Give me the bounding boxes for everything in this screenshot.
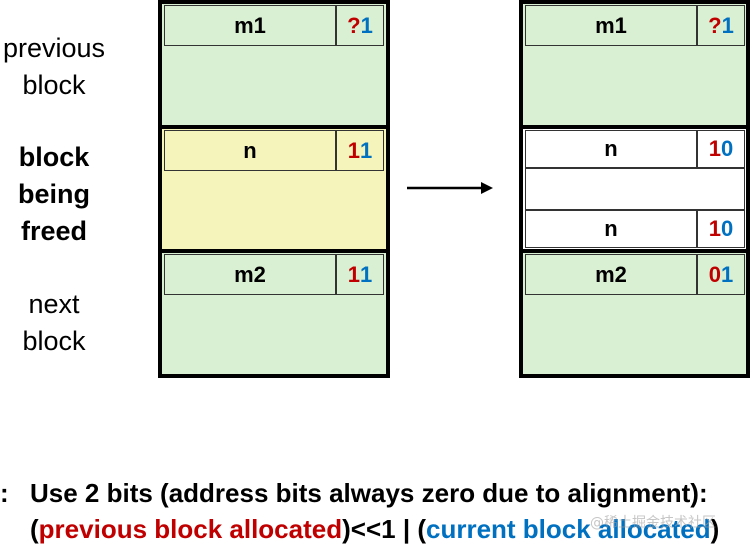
next-label-line2: block — [22, 326, 86, 356]
left-m2-prev-bit: 1 — [347, 261, 360, 287]
right-n-footer-prev-bit: 1 — [708, 216, 721, 241]
left-separator-2 — [160, 249, 388, 253]
right-n-header-bits-cell — [697, 130, 745, 168]
right-separator-2 — [522, 249, 748, 253]
right-m1-bits-cell — [697, 5, 745, 46]
left-n-cur-bit: 1 — [360, 137, 373, 163]
bottom-line-1: : Use 2 bits (address bits always zero du… — [0, 478, 708, 509]
right-m2-bits-cell — [697, 254, 745, 295]
freed-label-line1: block — [18, 142, 90, 172]
right-m1-header — [525, 5, 697, 46]
bottom-prev-allocated: previous block allocated — [38, 514, 343, 544]
left-m1-prev-bit: ? — [347, 12, 361, 38]
previous-block-label: previous block — [0, 30, 108, 104]
right-n-header — [525, 130, 697, 168]
left-m2-label: m2 — [234, 261, 266, 287]
bottom-cur-allocated: current block allocated — [425, 514, 711, 544]
right-m2-header — [525, 254, 697, 295]
right-m1-bits: ?1 — [697, 5, 745, 46]
left-m2-header — [164, 254, 336, 295]
right-m1-prev-bit: ? — [708, 12, 722, 38]
bottom-line-2: (previous block allocated)<<1 | (current… — [30, 514, 719, 545]
right-n-footer-bits-cell — [697, 210, 745, 248]
right-n-header-label: n — [604, 136, 618, 161]
left-m2-bits-cell — [336, 254, 384, 295]
freed-label-line3: freed — [20, 216, 88, 246]
left-n-bits-cell — [336, 130, 384, 171]
right-m2-cur-bit: 1 — [721, 261, 734, 287]
right-n-header-cur-bit: 0 — [721, 136, 734, 161]
right-n-footer-label: n — [604, 216, 618, 241]
transition-arrow-icon — [407, 182, 493, 194]
watermark: @稀土掘金技术社区 — [590, 515, 716, 531]
left-n-prev-bit: 1 — [347, 137, 360, 163]
bottom-open-paren: ( — [30, 514, 39, 544]
bottom-mid-operator: )<<1 | ( — [342, 514, 426, 544]
right-m2-label: m2 — [595, 261, 627, 287]
right-n-payload — [525, 168, 745, 210]
left-n-header — [164, 130, 336, 171]
next-block-label: next block — [0, 286, 108, 360]
freed-label-line2: being — [18, 179, 90, 209]
left-m1-label: m1 — [234, 12, 266, 38]
right-frame — [519, 0, 750, 378]
right-m1-label: m1 — [595, 12, 627, 38]
left-m1-header — [164, 5, 336, 46]
right-n-footer — [525, 210, 697, 248]
left-m2-cur-bit: 1 — [360, 261, 373, 287]
previous-label-line2: block — [22, 70, 86, 100]
right-n-header-prev-bit: 1 — [708, 136, 721, 161]
left-frame — [158, 0, 390, 378]
bottom-line-1-text: Use 2 bits (address bits always zero due… — [30, 478, 708, 508]
right-n-footer-cur-bit: 0 — [721, 216, 734, 241]
left-separator-1 — [160, 125, 388, 129]
left-m1-bits-cell — [336, 5, 384, 46]
left-n-label: n — [243, 137, 257, 163]
left-m1-cur-bit: 1 — [360, 12, 373, 38]
bottom-close-paren: ) — [710, 514, 720, 544]
freed-block-label: block being freed — [0, 139, 108, 250]
right-m2-prev-bit: 0 — [708, 261, 721, 287]
next-label-line1: next — [28, 289, 80, 319]
left-m1-bits: ?1 — [336, 5, 384, 46]
bottom-line-1-prefix: : — [0, 478, 9, 508]
previous-label-line1: previous — [2, 33, 106, 63]
right-separator-1 — [522, 125, 748, 129]
right-m1-cur-bit: 1 — [721, 12, 734, 38]
